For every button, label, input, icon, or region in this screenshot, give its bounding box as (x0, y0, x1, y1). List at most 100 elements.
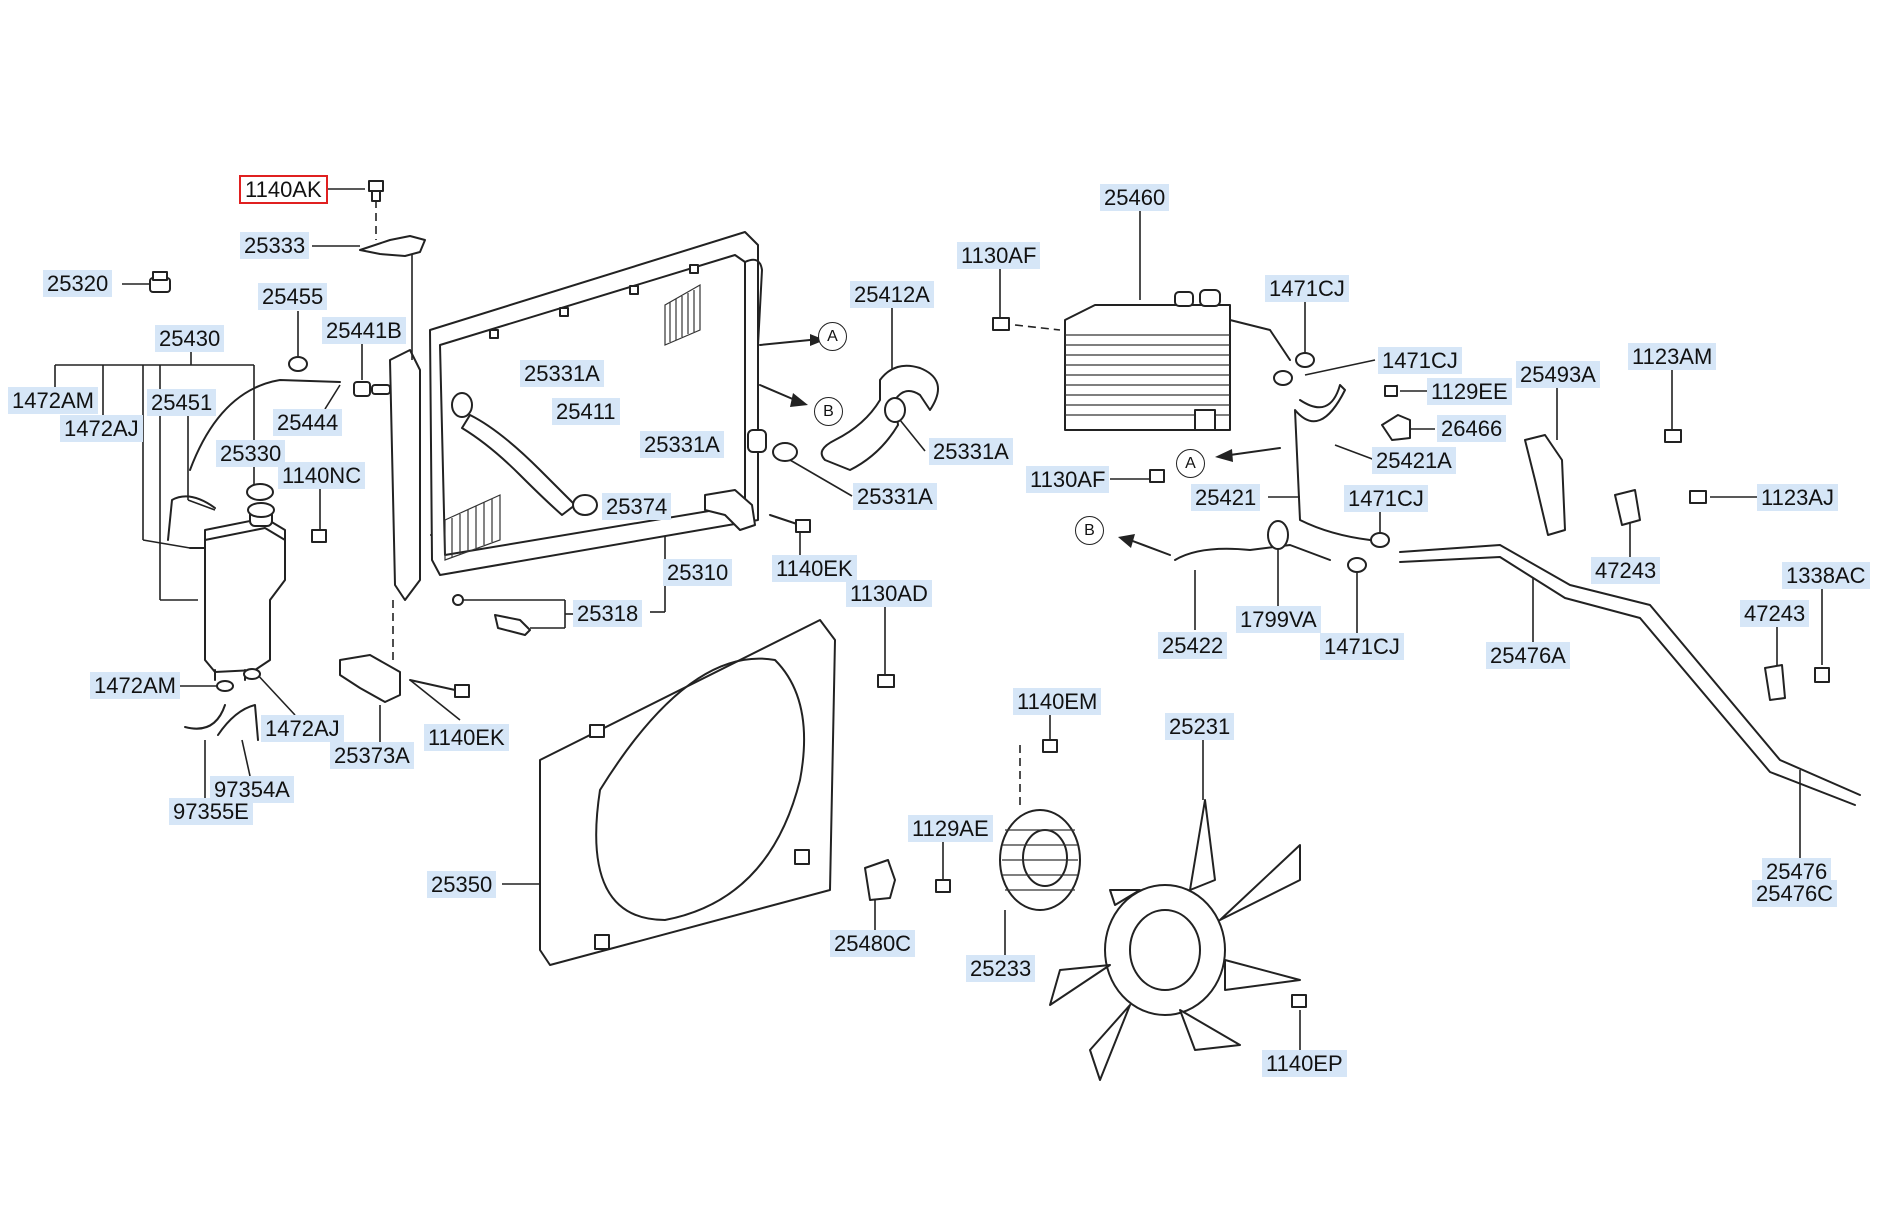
clip-25441B-shape (353, 381, 371, 397)
hose-25412A-shape (820, 364, 939, 471)
label-25430[interactable]: 25430 (155, 325, 225, 352)
label-25451[interactable]: 25451 (147, 389, 217, 416)
label-1140EK-right[interactable]: 1140EK (772, 555, 857, 582)
bolt-1129AE-shape (935, 879, 951, 893)
hose-25451-shape (167, 495, 216, 541)
label-1129EE[interactable]: 1129EE (1427, 378, 1512, 405)
fan-shroud-25350-shape (539, 619, 836, 966)
label-1471CJ-3[interactable]: 1471CJ (1344, 485, 1428, 512)
label-25330[interactable]: 25330 (216, 440, 286, 467)
label-25350[interactable]: 25350 (427, 871, 497, 898)
label-25374[interactable]: 25374 (602, 493, 672, 520)
label-47243-2[interactable]: 47243 (1740, 600, 1810, 627)
label-25331A-4[interactable]: 25331A (853, 483, 937, 510)
hose-25421A-shape (1229, 319, 1291, 361)
label-1471CJ-1[interactable]: 1471CJ (1265, 275, 1349, 302)
label-25476C[interactable]: 25476C (1752, 880, 1838, 907)
label-97355E[interactable]: 97355E (169, 798, 253, 825)
clip-47243-1-shape (1614, 489, 1641, 526)
hose-25422-shape (1174, 544, 1331, 561)
label-25331A-3[interactable]: 25331A (929, 438, 1013, 465)
hose-25411-shape (461, 414, 576, 516)
label-25333[interactable]: 25333 (240, 232, 310, 259)
label-25455[interactable]: 25455 (258, 283, 328, 310)
marker-A-radiator: A (818, 322, 847, 351)
clamp-25331A-2-shape (572, 494, 598, 516)
label-25412A[interactable]: 25412A (850, 281, 934, 308)
clamp-1471CJ-4-shape (1347, 557, 1367, 573)
label-1140AK[interactable]: 1140AK (239, 175, 328, 204)
leader-lines (54, 188, 1823, 1050)
clip-1472AJ-shape (243, 668, 261, 680)
label-1130AF-top[interactable]: 1130AF (957, 242, 1041, 269)
label-25320[interactable]: 25320 (43, 270, 113, 297)
bolt-1123AM-shape (1664, 429, 1682, 443)
bolt-1130AF-bot-shape (1149, 469, 1165, 483)
fan-clutch-25233-shape (999, 809, 1081, 911)
bolt-1130AF-top-shape (992, 317, 1010, 331)
label-1472AJ-bot[interactable]: 1472AJ (261, 715, 344, 742)
label-25444[interactable]: 25444 (273, 409, 343, 436)
plug-25318-shape (452, 594, 531, 636)
label-25421A[interactable]: 25421A (1372, 447, 1456, 474)
clamp-25331A-1-shape (451, 392, 473, 418)
label-1140EK-left[interactable]: 1140EK (424, 724, 509, 751)
clip-1472AM-shape (216, 680, 234, 692)
label-25373A[interactable]: 25373A (330, 742, 414, 769)
label-25231[interactable]: 25231 (1165, 713, 1235, 740)
radiator-outlet-pipe-shape (744, 258, 763, 346)
bolt-1130AD-shape (877, 674, 895, 688)
label-25441B[interactable]: 25441B (322, 317, 406, 344)
oil-line-25476A-shape (1399, 544, 1861, 796)
label-25480C[interactable]: 25480C (830, 930, 916, 957)
fan-25231-shape (1049, 799, 1301, 1081)
label-1472AJ-top[interactable]: 1472AJ (60, 415, 143, 442)
label-1799VA[interactable]: 1799VA (1236, 606, 1321, 633)
bracket-26466-shape (1381, 414, 1411, 441)
cap-25330-shape (246, 483, 274, 501)
label-25331A-1[interactable]: 25331A (520, 360, 604, 387)
oil-cooler-25460-shape (1064, 289, 1231, 431)
bolt-1140EM-shape (1042, 739, 1058, 753)
sleeve-shape (371, 384, 391, 395)
label-25421[interactable]: 25421 (1191, 484, 1261, 511)
bracket-25480C-shape (864, 859, 896, 901)
label-25310[interactable]: 25310 (663, 559, 733, 586)
label-25422[interactable]: 25422 (1158, 632, 1228, 659)
bolt-1140AK-shape (368, 180, 384, 202)
clip-47243-2-shape (1764, 664, 1786, 701)
label-25460[interactable]: 25460 (1100, 184, 1170, 211)
label-1130AF-bot[interactable]: 1130AF (1026, 466, 1110, 493)
label-1471CJ-4[interactable]: 1471CJ (1320, 633, 1404, 660)
label-1129AE[interactable]: 1129AE (908, 815, 993, 842)
label-25411[interactable]: 25411 (552, 398, 620, 425)
label-1140NC[interactable]: 1140NC (278, 462, 366, 489)
clamp-25331A-4-shape (772, 442, 798, 462)
label-1130AD[interactable]: 1130AD (846, 580, 932, 607)
label-25233[interactable]: 25233 (966, 955, 1036, 982)
label-25331A-2[interactable]: 25331A (640, 431, 724, 458)
bracket-25374-shape (704, 489, 756, 531)
label-25493A[interactable]: 25493A (1516, 361, 1600, 388)
bolt-1123AJ-shape (1689, 490, 1707, 504)
bolt-1140EK-left-shape (409, 679, 470, 698)
label-25318[interactable]: 25318 (573, 600, 643, 627)
bracket-25333-shape (359, 235, 426, 257)
label-26466[interactable]: 26466 (1437, 415, 1507, 442)
label-1140EM[interactable]: 1140EM (1013, 688, 1102, 715)
label-1338AC[interactable]: 1338AC (1782, 562, 1870, 589)
label-1123AJ[interactable]: 1123AJ (1757, 484, 1838, 511)
label-47243-1[interactable]: 47243 (1591, 557, 1661, 584)
hose-25421-shape (1294, 384, 1371, 541)
marker-B-cooler: B (1075, 516, 1104, 545)
label-1472AM-top[interactable]: 1472AM (8, 387, 98, 414)
label-25476A[interactable]: 25476A (1486, 642, 1570, 669)
clip-25455-shape (288, 356, 308, 372)
label-1140EP[interactable]: 1140EP (1262, 1050, 1347, 1077)
hose-25444-shape (189, 379, 341, 471)
label-1472AM-bot[interactable]: 1472AM (90, 672, 180, 699)
bolt-1140EP-shape (1291, 994, 1307, 1008)
label-1123AM[interactable]: 1123AM (1628, 343, 1717, 370)
label-1471CJ-2[interactable]: 1471CJ (1378, 347, 1462, 374)
